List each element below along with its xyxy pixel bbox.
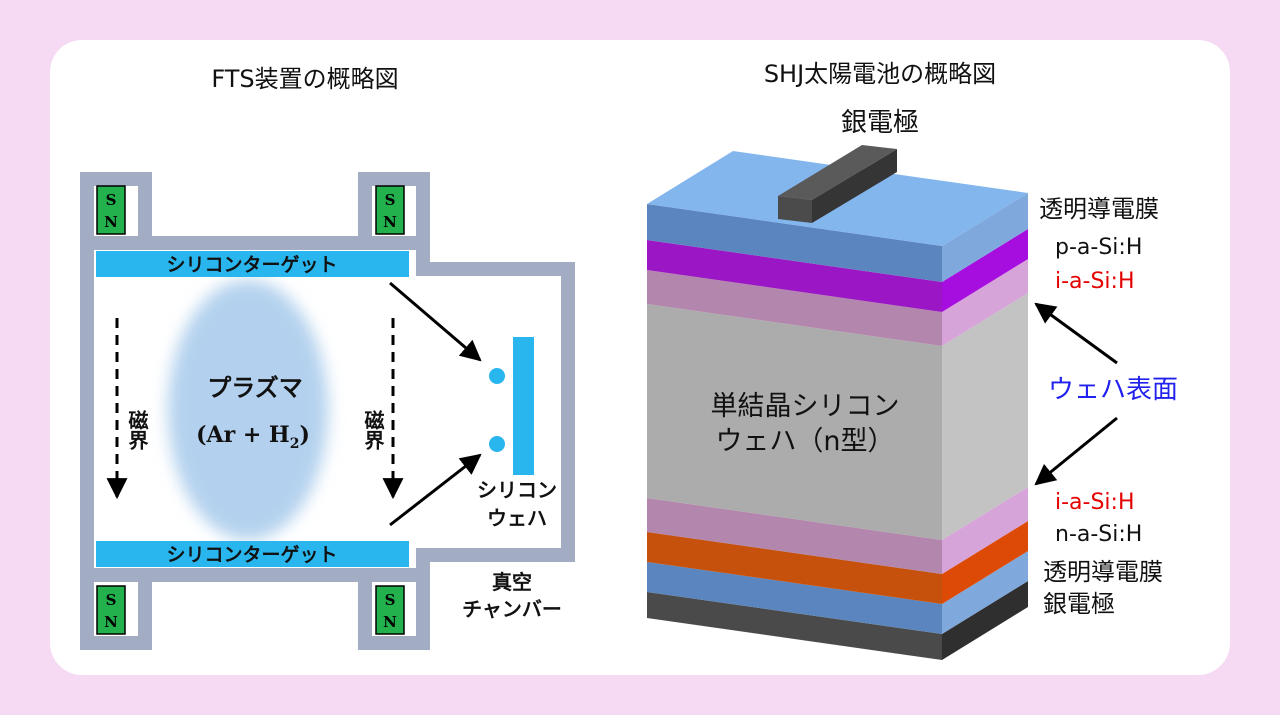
chamber-label-line2: チャンバー: [462, 597, 562, 621]
magnet-bottom-left: S N: [96, 585, 126, 635]
silicon-wafer: [513, 337, 534, 475]
chamber-label-line1: 真空: [492, 570, 532, 594]
magnetic-field-label-right: 磁界: [361, 409, 385, 451]
magnet-bottom-right: S N: [375, 585, 405, 635]
layer-p-a-si: [647, 229, 1028, 312]
layer-n-a-si: [647, 521, 1028, 604]
bottom-electrode-label: 銀電極: [1043, 590, 1115, 618]
silicon-target-top: [96, 251, 409, 277]
magnet-s-label: S: [385, 591, 396, 609]
magnet-housing-bottom-left: [80, 580, 152, 650]
chamber-right-bottom-wall: [416, 548, 575, 562]
chamber-right-wall: [561, 262, 575, 562]
top-electrode-label: 銀電極: [841, 108, 919, 138]
fts-diagram: FTS装置の概略図: [80, 65, 575, 650]
chamber-right-top-wall: [416, 262, 575, 276]
wafer-label-line2: ウェハ（n型）: [715, 426, 894, 457]
wafer-surface-arrow-bottom: [1034, 416, 1118, 486]
sputter-arrow-top: [389, 281, 482, 362]
shj-title: SHJ太陽電池の概略図: [764, 60, 996, 88]
wafer-label-line1: 単結晶シリコン: [711, 391, 900, 422]
n-layer-label: n-a-Si:H: [1055, 522, 1142, 547]
wafer-label-line2: ウェハ: [487, 506, 547, 530]
layer-wafer: [647, 293, 1028, 540]
magnet-n-label: N: [104, 213, 118, 231]
fts-title: FTS装置の概略図: [211, 65, 398, 93]
chamber-bottom-wall: [80, 568, 430, 582]
silicon-target-bottom: [96, 541, 409, 567]
wafer-surface-arrow-top: [1034, 302, 1118, 365]
vacuum-chamber: [80, 172, 575, 650]
shj-diagram: SHJ太陽電池の概略図 銀電極: [647, 60, 1178, 660]
silver-finger-electrode: [778, 145, 897, 223]
magnet-n-label: N: [104, 613, 118, 631]
p-layer-label: p-a-Si:H: [1055, 235, 1142, 260]
sputter-arrow-bottom: [389, 453, 482, 527]
layer-bottom-electrode: [647, 581, 1028, 660]
chamber-left-wall: [80, 236, 94, 582]
magnet-n-label: N: [383, 613, 397, 631]
magnet-s-label: S: [106, 591, 117, 609]
magnetic-field-label-left: 磁界: [125, 409, 149, 451]
plasma-gas-label: (Ar + H2): [196, 422, 310, 452]
magnet-top-right: S N: [375, 185, 405, 235]
layer-i-a-si-top: [647, 259, 1028, 346]
tco-top-label: 透明導電膜: [1039, 195, 1159, 223]
layer-tco-bottom: [647, 551, 1028, 634]
magnet-housing-top-left: [80, 172, 152, 238]
magnet-s-label: S: [106, 191, 117, 209]
magnet-housing-top-right: [358, 172, 430, 238]
layer-i-a-si-bottom: [647, 487, 1028, 574]
plasma-cloud: [168, 280, 328, 540]
plasma-label: プラズマ: [207, 374, 303, 402]
silicon-target-bottom-label: シリコンターゲット: [166, 544, 337, 566]
tco-bottom-label: 透明導電膜: [1043, 558, 1163, 586]
silicon-target-top-label: シリコンターゲット: [166, 254, 337, 276]
magnet-top-left: S N: [96, 185, 126, 235]
chamber-top-wall: [80, 236, 430, 250]
magnet-n-label: N: [383, 213, 397, 231]
wafer-label-line1: シリコン: [477, 478, 557, 502]
magnet-s-label: S: [385, 191, 396, 209]
wafer-surface-label: ウェハ表面: [1048, 375, 1178, 405]
i-layer-bottom-label: i-a-Si:H: [1055, 490, 1135, 515]
sputtered-particle-top: [489, 368, 505, 384]
magnet-housing-bottom-right: [358, 580, 430, 650]
sputtered-particle-bottom: [489, 436, 505, 452]
i-layer-top-label: i-a-Si:H: [1055, 269, 1135, 294]
